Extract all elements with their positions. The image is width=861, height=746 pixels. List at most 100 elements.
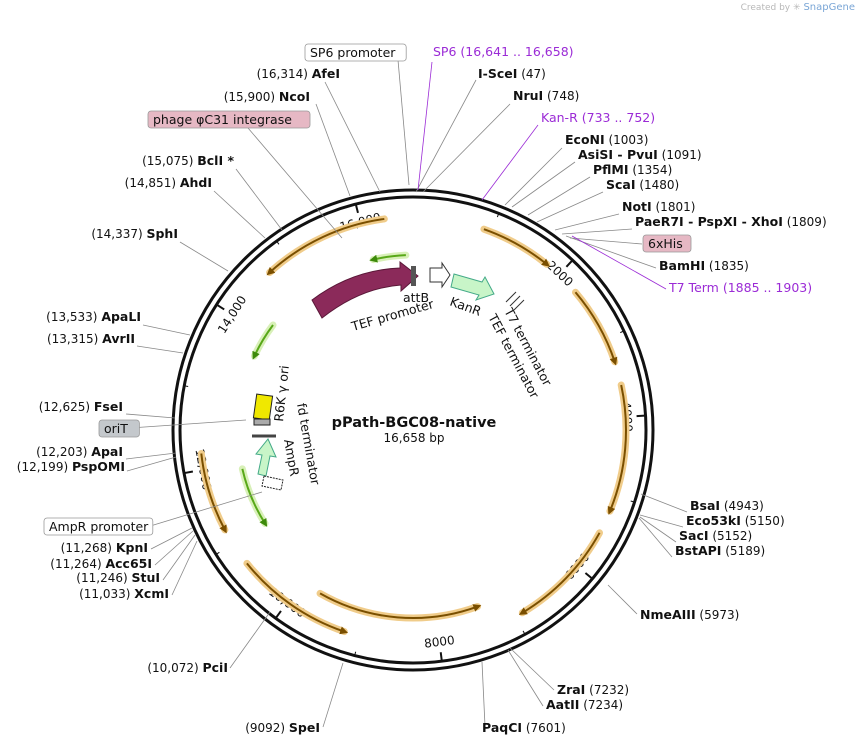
tick-mark bbox=[215, 303, 225, 311]
orf-arc-glow bbox=[197, 450, 229, 534]
site-label: (11,268) KpnI bbox=[61, 540, 148, 555]
tick-mark bbox=[630, 500, 636, 504]
orit-bar bbox=[253, 418, 271, 426]
site-label: (12,199) PspOMI bbox=[17, 459, 125, 474]
leader-line bbox=[171, 540, 198, 596]
leader-line bbox=[324, 81, 381, 193]
sp6-promoter-label-box bbox=[304, 43, 407, 62]
leader-line bbox=[639, 516, 677, 543]
tick-mark bbox=[620, 330, 626, 334]
orf-arc bbox=[266, 217, 385, 276]
ampr-promoter-label-box bbox=[43, 517, 154, 536]
site-label: (10,072) PciI bbox=[147, 660, 228, 675]
site-label: (9092) SpeI bbox=[245, 720, 320, 735]
site-label: EcoNI (1003) bbox=[565, 132, 648, 147]
plasmid-name: pPath-BGC08-native bbox=[332, 415, 497, 431]
leader-line bbox=[607, 584, 638, 615]
leader-line bbox=[527, 176, 591, 216]
leader-line bbox=[397, 59, 410, 186]
site-label: SacI (5152) bbox=[679, 528, 752, 543]
kanr-arrow bbox=[450, 273, 495, 301]
leader-line bbox=[125, 413, 176, 419]
site-label: (13,315) AvrII bbox=[47, 331, 135, 346]
backbone-outer-ring bbox=[171, 188, 655, 672]
leader-line bbox=[154, 530, 194, 566]
leader-line bbox=[136, 345, 184, 354]
leader-line bbox=[481, 661, 486, 727]
green-arc-glow bbox=[238, 465, 269, 527]
site-label: (11,246) StuI bbox=[76, 570, 160, 585]
tick-mark bbox=[439, 652, 443, 663]
orf-arc bbox=[200, 453, 227, 534]
tick-mark bbox=[636, 414, 647, 418]
tef-promoter-arrow bbox=[429, 261, 451, 289]
leader-line bbox=[229, 611, 271, 669]
leader-line bbox=[481, 124, 539, 201]
watermark-prefix: Created by bbox=[740, 3, 791, 13]
tick-mark bbox=[274, 610, 282, 620]
site-label: (15,900) NcoI bbox=[224, 89, 310, 104]
site-label: PaeR7I - PspXI - XhoI (1809) bbox=[635, 214, 827, 229]
leader-lines bbox=[125, 59, 688, 728]
leader-line bbox=[125, 452, 177, 460]
tick-mark bbox=[183, 385, 189, 388]
tick-mark bbox=[584, 572, 594, 581]
leader-line bbox=[639, 514, 684, 528]
attb-bar bbox=[411, 266, 416, 286]
leader-line bbox=[150, 527, 193, 550]
leader-line bbox=[511, 161, 576, 208]
site-label: (12,203) ApaI bbox=[36, 444, 123, 459]
leader-line bbox=[417, 61, 433, 191]
site-label: NmeAIII (5973) bbox=[640, 607, 739, 622]
r6k-ori-label: R6K γ ori bbox=[271, 365, 292, 423]
site-label: ScaI (1480) bbox=[606, 177, 679, 192]
leader-line bbox=[571, 235, 667, 290]
orf-arc bbox=[319, 592, 482, 619]
site-label: (15,075) BclI * bbox=[142, 153, 234, 168]
leader-line bbox=[504, 147, 563, 206]
leader-line bbox=[569, 237, 643, 245]
orf-arc bbox=[246, 562, 349, 635]
r6k-ori-box bbox=[252, 393, 274, 421]
leader-line bbox=[509, 647, 555, 691]
site-label: Eco53kI (5150) bbox=[686, 513, 785, 528]
snapgene-logo-icon: ✳ bbox=[793, 3, 801, 13]
integrase-label: phage φC31 integrase bbox=[153, 112, 292, 127]
orit-label: oriT bbox=[104, 421, 128, 436]
tick-mark bbox=[496, 212, 500, 218]
leader-line bbox=[129, 419, 247, 429]
leader-line bbox=[126, 456, 177, 472]
site-label: AsiSI - PvuI (1091) bbox=[578, 147, 702, 162]
attb-label: attB bbox=[403, 290, 429, 305]
watermark-brand: SnapGene bbox=[803, 2, 855, 13]
leader-line bbox=[142, 324, 191, 336]
site-label: (12,625) FseI bbox=[39, 399, 123, 414]
tick-mark bbox=[565, 258, 574, 268]
ampr-promoter-box bbox=[261, 475, 284, 491]
orf-arc bbox=[607, 384, 627, 515]
tick-mark bbox=[275, 239, 280, 245]
orf-arcs bbox=[197, 215, 630, 636]
leader-line bbox=[235, 168, 283, 231]
site-label: NruI (748) bbox=[513, 88, 579, 103]
ampr-label: AmpR bbox=[281, 438, 302, 478]
site-label: (11,033) XcmI bbox=[79, 586, 169, 601]
leader-line bbox=[315, 103, 351, 197]
tick-mark bbox=[353, 651, 357, 657]
integrase-label-box bbox=[147, 110, 311, 129]
tick-mark bbox=[522, 630, 526, 636]
leader-line bbox=[162, 534, 196, 581]
site-label: (14,337) SphI bbox=[91, 226, 178, 241]
orf-arc bbox=[483, 228, 550, 267]
leader-line bbox=[322, 662, 344, 728]
leader-line bbox=[536, 191, 604, 223]
tick-mark bbox=[214, 551, 220, 556]
leader-line bbox=[638, 517, 673, 558]
orf-arc bbox=[518, 532, 601, 615]
ampr-promoter-label: AmpR promoter bbox=[49, 519, 149, 534]
site-label: NotI (1801) bbox=[622, 199, 695, 214]
site-label: BamHI (1835) bbox=[659, 258, 749, 273]
green-arc bbox=[369, 254, 406, 263]
